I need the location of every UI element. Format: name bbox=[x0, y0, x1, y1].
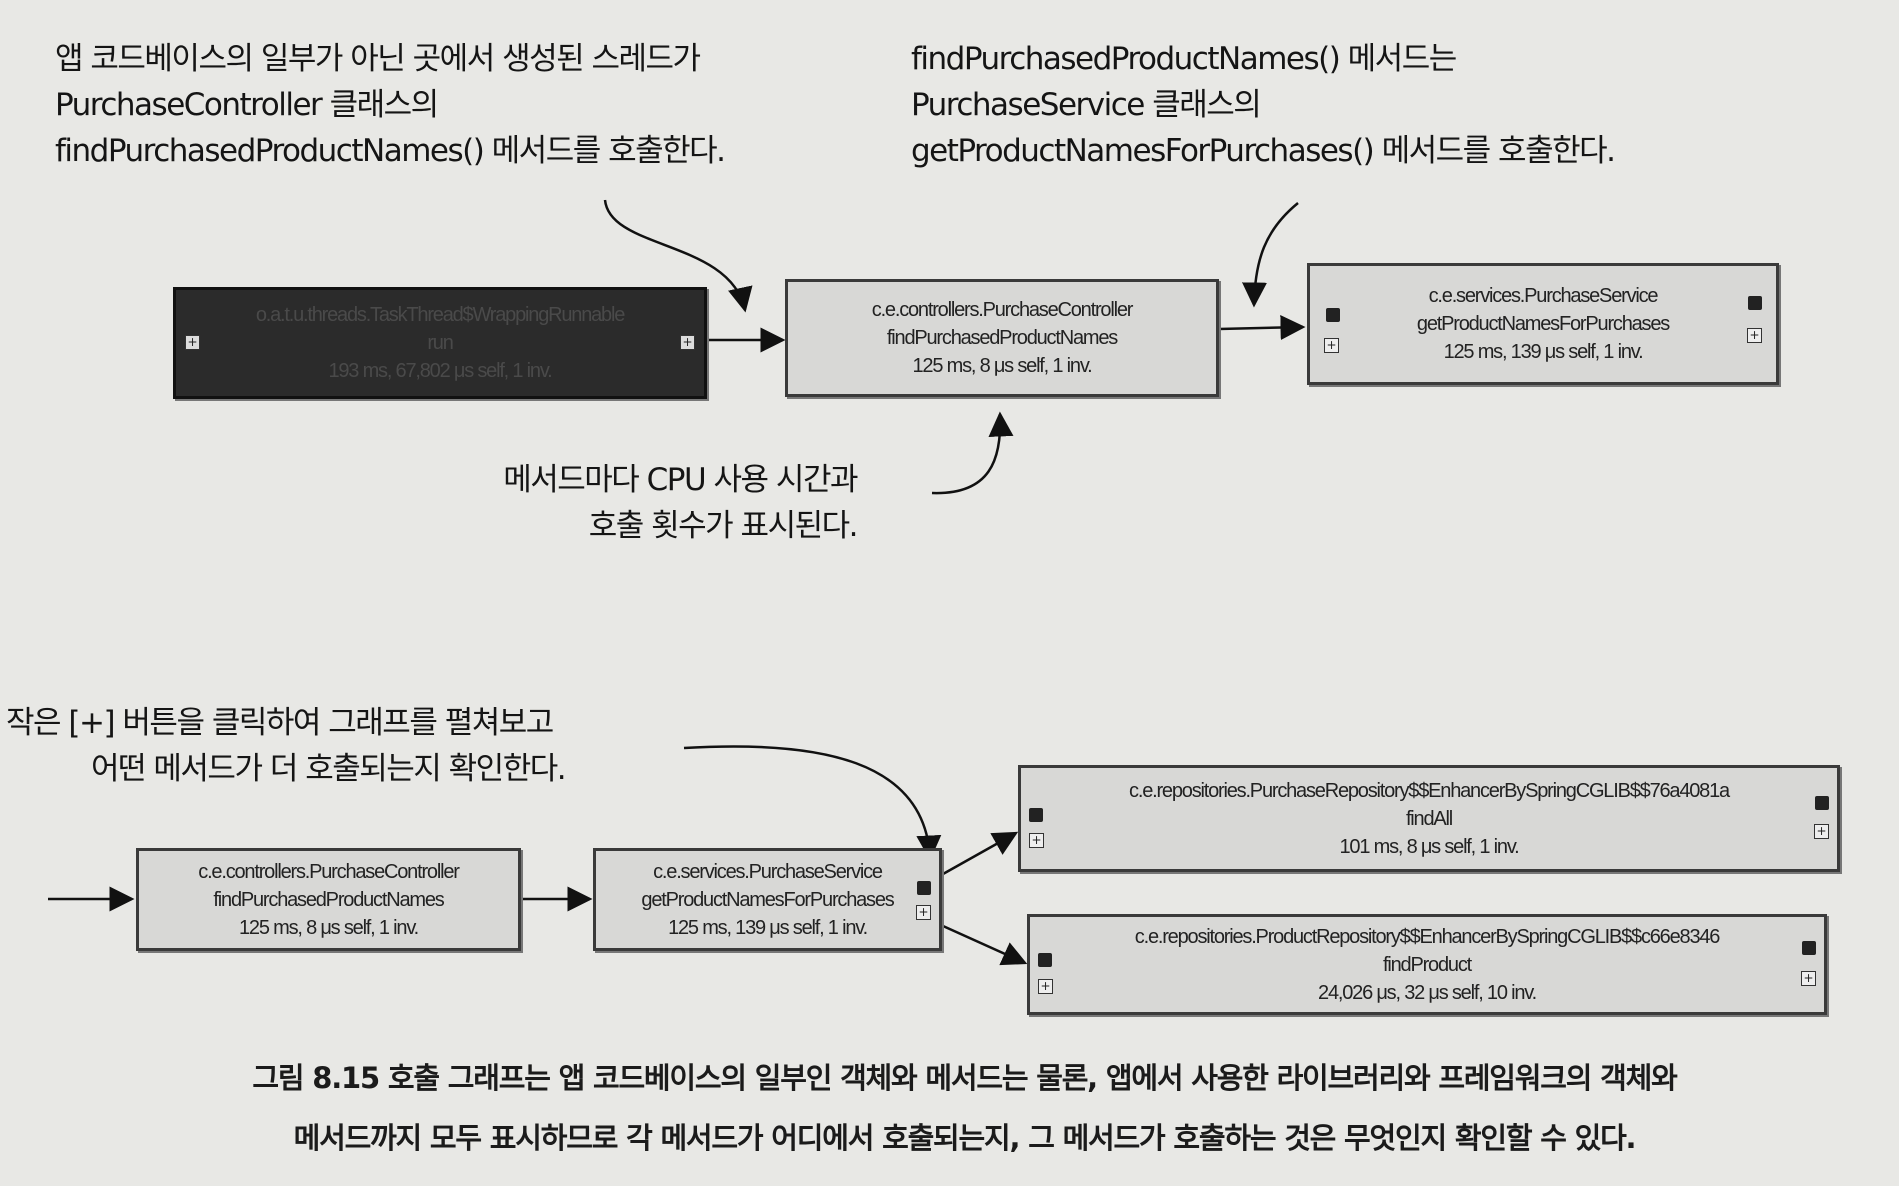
call-node-purchase-service[interactable]: c.e.services.PurchaseService getProductN… bbox=[1307, 263, 1779, 385]
node-class: c.e.services.PurchaseService bbox=[1428, 285, 1659, 307]
caption-line: 그림 8.15 호출 그래프는 앱 코드베이스의 일부인 객체와 메서드는 물론… bbox=[252, 1061, 1677, 1095]
node-class: c.e.services.PurchaseService bbox=[653, 860, 883, 883]
flag-icon bbox=[1802, 941, 1816, 955]
annotation-line: 앱 코드베이스의 일부가 아닌 곳에서 생성된 스레드가 bbox=[55, 41, 701, 77]
node-class: c.e.controllers.PurchaseController bbox=[198, 860, 460, 883]
annotation-line: 호출 횟수가 표시된다. bbox=[588, 508, 859, 544]
node-stats: 125 ms, 8 μs self, 1 inv. bbox=[912, 355, 1092, 377]
edge-service-to-product-repo bbox=[942, 924, 1028, 966]
node-method: findPurchasedProductNames bbox=[886, 327, 1118, 349]
call-node-purchase-controller[interactable]: c.e.controllers.PurchaseController findP… bbox=[785, 279, 1219, 397]
call-node-purchase-repository[interactable]: c.e.repositories.PurchaseRepository$$Enh… bbox=[1018, 765, 1840, 872]
annotation-line: 작은 [+] 버튼을 클릭하여 그래프를 펼쳐보고 bbox=[6, 705, 554, 741]
flag-icon bbox=[1748, 296, 1762, 310]
annotation-line: findPurchasedProductNames() 메서드를 호출한다. bbox=[55, 133, 726, 169]
figure-caption: 그림 8.15 호출 그래프는 앱 코드베이스의 일부인 객체와 메서드는 물론… bbox=[58, 1048, 1871, 1168]
flag-icon bbox=[1815, 796, 1829, 810]
edge-service-to-purchase-repo bbox=[942, 831, 1019, 876]
node-class: c.e.repositories.PurchaseRepository$$Enh… bbox=[1129, 779, 1730, 802]
call-node-product-repository[interactable]: c.e.repositories.ProductRepository$$Enha… bbox=[1027, 914, 1827, 1015]
node-method: findProduct bbox=[1383, 953, 1472, 976]
node-class: c.e.controllers.PurchaseController bbox=[871, 299, 1134, 321]
expand-right-button[interactable]: + bbox=[1747, 328, 1762, 343]
node-method: findPurchasedProductNames bbox=[213, 888, 444, 911]
caption-line: 메서드까지 모두 표시하므로 각 메서드가 어디에서 호출되는지, 그 메서드가… bbox=[293, 1121, 1637, 1155]
call-node-wrapping-runnable[interactable]: o.a.t.u.threads.TaskThread$WrappingRunna… bbox=[173, 287, 707, 399]
expand-left-button[interactable]: + bbox=[1324, 338, 1339, 353]
expand-left-button[interactable]: + bbox=[1029, 833, 1044, 848]
expand-left-button[interactable]: + bbox=[185, 335, 200, 350]
node-method: getProductNamesForPurchases bbox=[1416, 313, 1670, 335]
expand-right-button[interactable]: + bbox=[1814, 824, 1829, 839]
annotation-thread-origin: 앱 코드베이스의 일부가 아닌 곳에서 생성된 스레드가 PurchaseCon… bbox=[55, 36, 726, 174]
annotation-line: PurchaseController 클래스의 bbox=[55, 87, 439, 123]
annotation-line: findPurchasedProductNames() 메서드는 bbox=[911, 41, 1457, 77]
node-method: run bbox=[427, 332, 454, 354]
annotation-service-call: findPurchasedProductNames() 메서드는 Purchas… bbox=[911, 36, 1616, 174]
annotation-line: 어떤 메서드가 더 호출되는지 확인한다. bbox=[91, 751, 567, 787]
call-node-purchase-controller[interactable]: c.e.controllers.PurchaseController findP… bbox=[136, 848, 521, 951]
annotation-line: PurchaseService 클래스의 bbox=[911, 87, 1262, 123]
callout-arrow-expand bbox=[683, 745, 942, 861]
node-stats: 101 ms, 8 μs self, 1 inv. bbox=[1339, 835, 1519, 858]
callout-arrow-cpu bbox=[931, 411, 1014, 495]
flag-icon bbox=[917, 881, 931, 895]
expand-left-button[interactable]: + bbox=[1038, 979, 1053, 994]
node-stats: 125 ms, 139 μs self, 1 inv. bbox=[1443, 341, 1644, 363]
node-stats: 125 ms, 8 μs self, 1 inv. bbox=[238, 916, 419, 939]
flag-icon bbox=[1326, 308, 1340, 322]
node-stats: 24,026 μs, 32 μs self, 10 inv. bbox=[1318, 981, 1537, 1004]
flag-icon bbox=[1029, 808, 1043, 822]
flag-icon bbox=[1038, 953, 1052, 967]
node-class: c.e.repositories.ProductRepository$$Enha… bbox=[1134, 925, 1721, 948]
expand-right-button[interactable]: + bbox=[916, 905, 931, 920]
node-class: o.a.t.u.threads.TaskThread$WrappingRunna… bbox=[255, 304, 625, 326]
edge-controller-to-service bbox=[1218, 315, 1306, 341]
expand-right-button[interactable]: + bbox=[1801, 971, 1816, 986]
call-node-purchase-service[interactable]: c.e.services.PurchaseService getProductN… bbox=[593, 848, 942, 951]
annotation-cpu-time: 메서드마다 CPU 사용 시간과 호출 횟수가 표시된다. bbox=[503, 457, 859, 549]
callout-arrow-service bbox=[1242, 202, 1299, 308]
expand-right-button[interactable]: + bbox=[680, 335, 695, 350]
node-method: getProductNamesForPurchases bbox=[641, 888, 894, 911]
annotation-line: getProductNamesForPurchases() 메서드를 호출한다. bbox=[911, 133, 1616, 169]
annotation-line: 메서드마다 CPU 사용 시간과 bbox=[503, 462, 858, 498]
annotation-expand-hint: 작은 [+] 버튼을 클릭하여 그래프를 펼쳐보고 어떤 메서드가 더 호출되는… bbox=[6, 700, 567, 792]
node-stats: 193 ms, 67,802 μs self, 1 inv. bbox=[328, 360, 552, 382]
node-stats: 125 ms, 139 μs self, 1 inv. bbox=[668, 916, 868, 939]
callout-arrow-thread bbox=[603, 199, 753, 313]
node-method: findAll bbox=[1405, 807, 1453, 830]
